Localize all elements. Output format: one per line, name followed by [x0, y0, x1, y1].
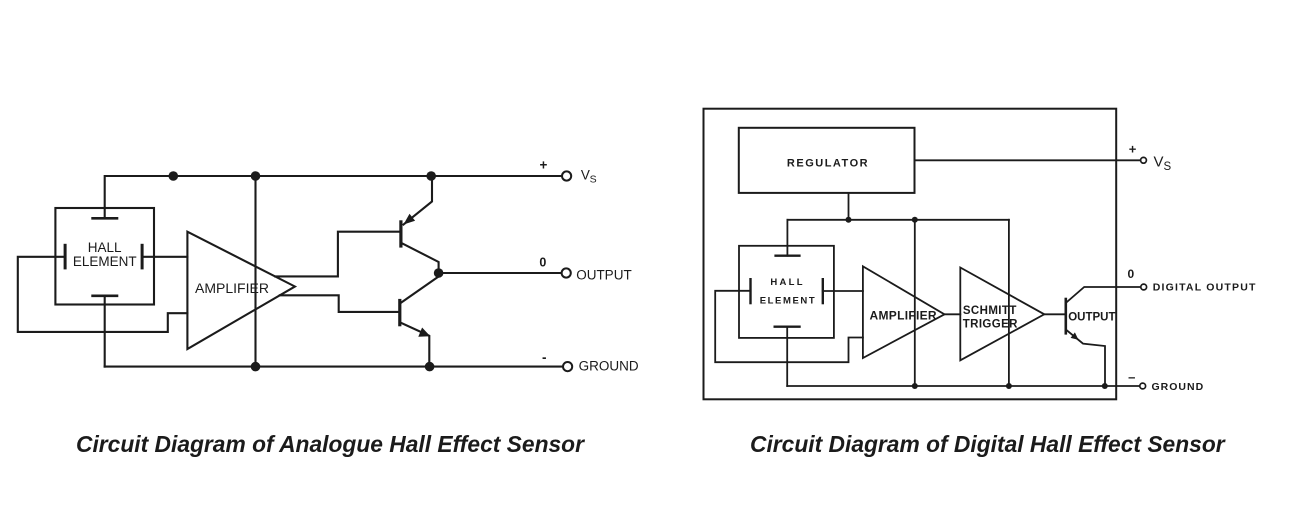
- svg-text:Circuit Diagram of Analogue Ha: Circuit Diagram of Analogue Hall Effect …: [76, 431, 585, 457]
- svg-text:+: +: [539, 158, 547, 173]
- svg-text:DIGITAL OUTPUT: DIGITAL OUTPUT: [1153, 282, 1257, 294]
- svg-text:SCHMITT: SCHMITT: [963, 305, 1017, 317]
- svg-text:0: 0: [539, 256, 546, 270]
- svg-text:+: +: [1129, 141, 1137, 156]
- svg-text:0: 0: [1127, 267, 1134, 281]
- svg-text:OUTPUT: OUTPUT: [576, 268, 632, 283]
- svg-text:AMPLIFIER: AMPLIFIER: [195, 280, 269, 296]
- svg-text:ELEMENT: ELEMENT: [73, 254, 137, 269]
- svg-text:OUTPUT: OUTPUT: [1068, 311, 1115, 323]
- svg-text:GROUND: GROUND: [1152, 381, 1205, 393]
- svg-text:-: -: [542, 350, 547, 365]
- svg-text:HALL: HALL: [88, 240, 122, 255]
- svg-text:S: S: [590, 174, 597, 186]
- svg-text:HALL: HALL: [770, 277, 805, 288]
- svg-text:REGULATOR: REGULATOR: [787, 157, 869, 169]
- svg-text:–: –: [1128, 370, 1135, 385]
- svg-text:Circuit Diagram of Digital Hal: Circuit Diagram of Digital Hall Effect S…: [750, 431, 1226, 457]
- svg-text:V: V: [1154, 154, 1164, 171]
- svg-text:V: V: [581, 168, 590, 183]
- svg-text:GROUND: GROUND: [579, 358, 639, 373]
- svg-text:AMPLIFIER: AMPLIFIER: [870, 309, 937, 323]
- svg-text:ELEMENT: ELEMENT: [760, 295, 817, 306]
- svg-text:TRIGGER: TRIGGER: [963, 319, 1018, 331]
- svg-text:S: S: [1164, 161, 1172, 173]
